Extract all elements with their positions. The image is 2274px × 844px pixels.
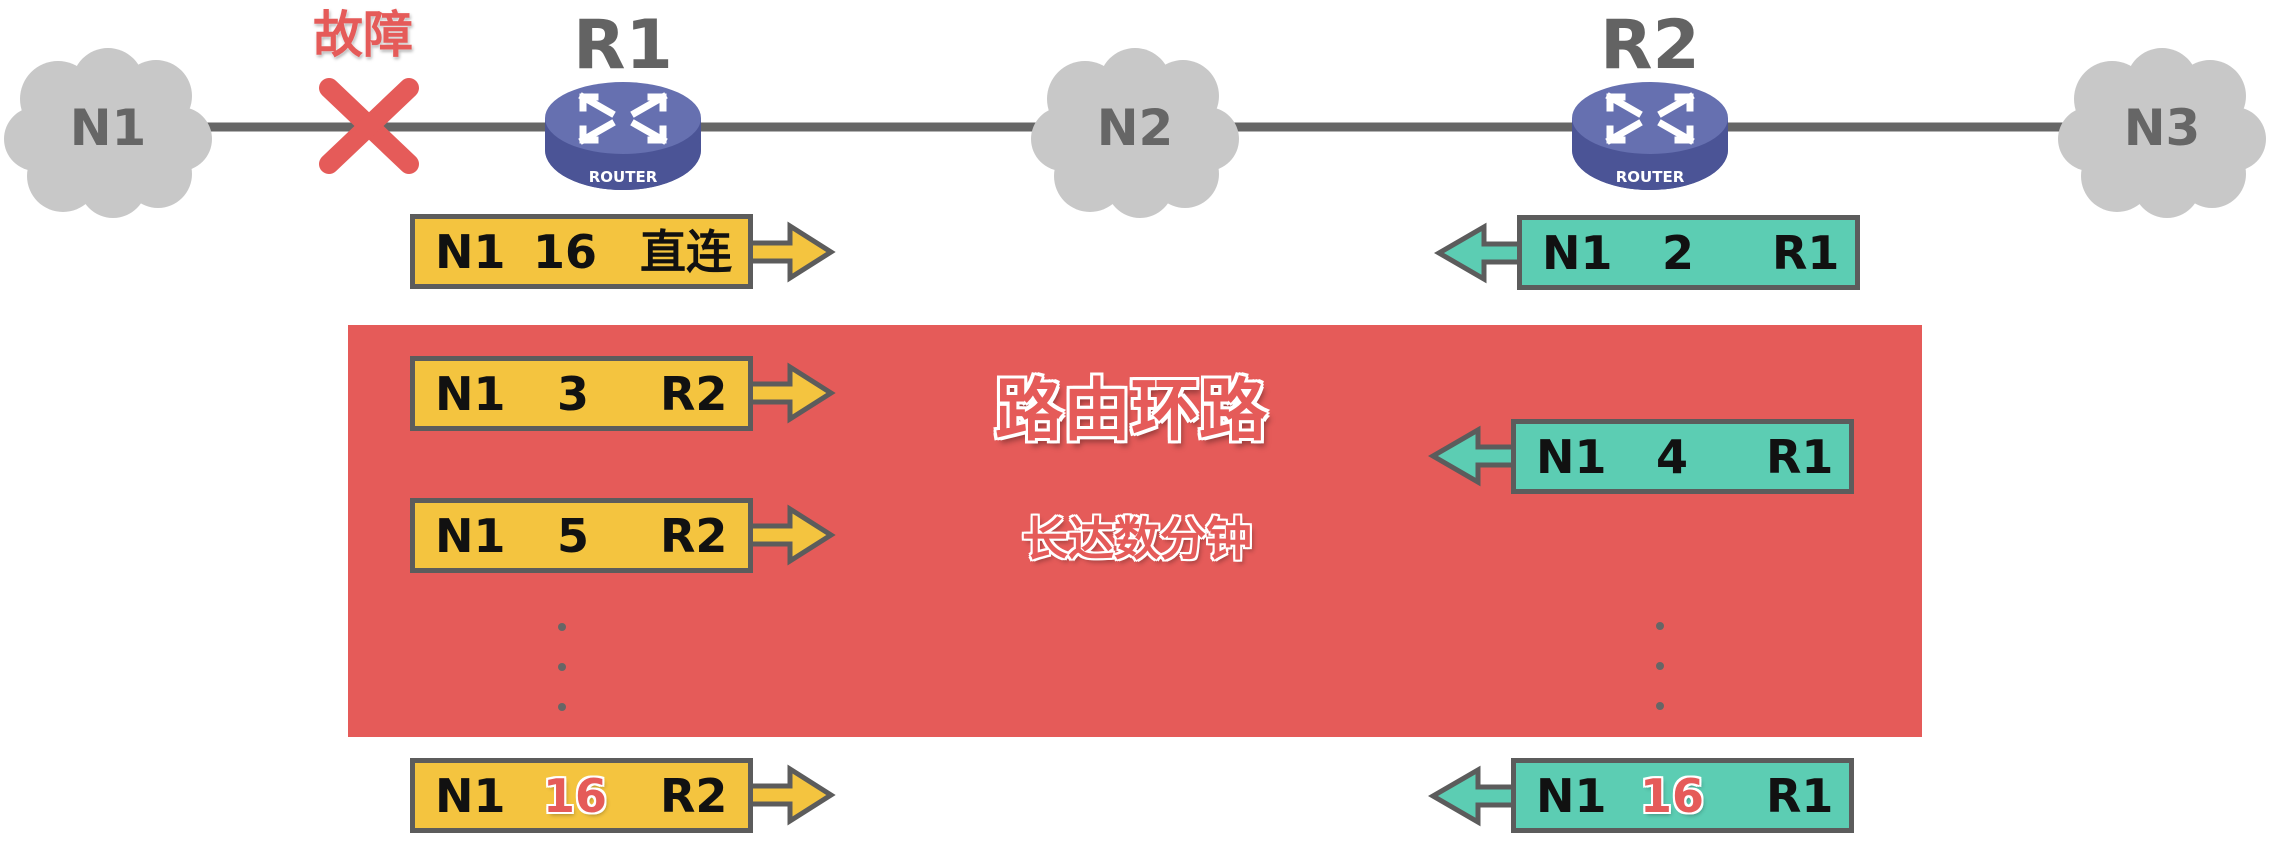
entry-destination: N1 bbox=[435, 768, 506, 823]
cloud-label: N2 bbox=[1097, 99, 1174, 157]
entry-next-hop: R2 bbox=[660, 768, 728, 823]
fault-x-icon bbox=[319, 78, 419, 174]
entry-destination: N1 bbox=[1536, 768, 1607, 823]
routing-loop-title: 路由环路 bbox=[995, 372, 1268, 451]
arrow-left-icon bbox=[1434, 222, 1523, 284]
arrow-left-icon bbox=[1428, 425, 1517, 487]
entry-next-hop: 直连 bbox=[640, 224, 732, 279]
entry-next-hop: R2 bbox=[660, 508, 728, 563]
router-r2[interactable]: ROUTER bbox=[1572, 82, 1728, 190]
ellipsis-dot bbox=[558, 663, 566, 671]
cloud-label: N3 bbox=[2124, 99, 2201, 157]
entry-distance: 16 bbox=[533, 224, 598, 279]
r2-route-entry: N1 4 R1 bbox=[1511, 419, 1854, 494]
router-r1[interactable]: ROUTER bbox=[545, 82, 701, 190]
arrow-right-icon bbox=[747, 362, 836, 424]
entry-distance: 2 bbox=[1662, 225, 1695, 280]
cloud-icon bbox=[4, 48, 212, 218]
router-name-r1: R1 bbox=[573, 6, 673, 85]
ellipsis-dot bbox=[558, 623, 566, 631]
entry-destination: N1 bbox=[435, 366, 506, 421]
entry-next-hop: R1 bbox=[1766, 429, 1834, 484]
entry-distance: 3 bbox=[557, 366, 590, 421]
fault-label: 故障 bbox=[313, 6, 413, 64]
entry-next-hop: R1 bbox=[1766, 768, 1834, 823]
entry-next-hop: R1 bbox=[1772, 225, 1840, 280]
r1-route-entry: N1 16 直连 bbox=[410, 214, 753, 289]
cloud-icon bbox=[1031, 48, 1239, 218]
router-badge: ROUTER bbox=[589, 168, 658, 186]
routing-loop-subtitle: 长达数分钟 bbox=[1022, 512, 1252, 566]
ellipsis-dot bbox=[1656, 622, 1664, 630]
cloud-n2[interactable]: N2 bbox=[1031, 48, 1239, 218]
entry-destination: N1 bbox=[1536, 429, 1607, 484]
ellipsis-dot bbox=[1656, 662, 1664, 670]
entry-destination: N1 bbox=[435, 224, 506, 279]
arrow-right-icon bbox=[747, 764, 836, 826]
r2-route-entry: N1 16 R1 bbox=[1511, 758, 1854, 833]
cloud-icon bbox=[2058, 48, 2266, 218]
cloud-n1[interactable]: N1 bbox=[4, 48, 212, 218]
arrow-right-icon bbox=[747, 221, 836, 283]
entry-distance-infinity: 16 bbox=[543, 768, 608, 823]
arrow-right-icon bbox=[747, 504, 836, 566]
r1-route-entry: N1 5 R2 bbox=[410, 498, 753, 573]
r1-route-entry: N1 3 R2 bbox=[410, 356, 753, 431]
cloud-n3[interactable]: N3 bbox=[2058, 48, 2266, 218]
entry-distance: 5 bbox=[557, 508, 590, 563]
router-badge: ROUTER bbox=[1616, 168, 1685, 186]
r1-route-entry: N1 16 R2 bbox=[410, 758, 753, 833]
ellipsis-dot bbox=[558, 703, 566, 711]
entry-distance-infinity: 16 bbox=[1640, 768, 1705, 823]
entry-destination: N1 bbox=[1542, 225, 1613, 280]
entry-next-hop: R2 bbox=[660, 366, 728, 421]
entry-destination: N1 bbox=[435, 508, 506, 563]
arrow-left-icon bbox=[1428, 765, 1517, 827]
router-name-r2: R2 bbox=[1600, 6, 1700, 85]
cloud-label: N1 bbox=[70, 99, 147, 157]
r2-route-entry: N1 2 R1 bbox=[1517, 215, 1860, 290]
router-icon: ROUTER bbox=[545, 82, 701, 190]
ellipsis-dot bbox=[1656, 702, 1664, 710]
router-icon: ROUTER bbox=[1572, 82, 1728, 190]
entry-distance: 4 bbox=[1656, 429, 1689, 484]
